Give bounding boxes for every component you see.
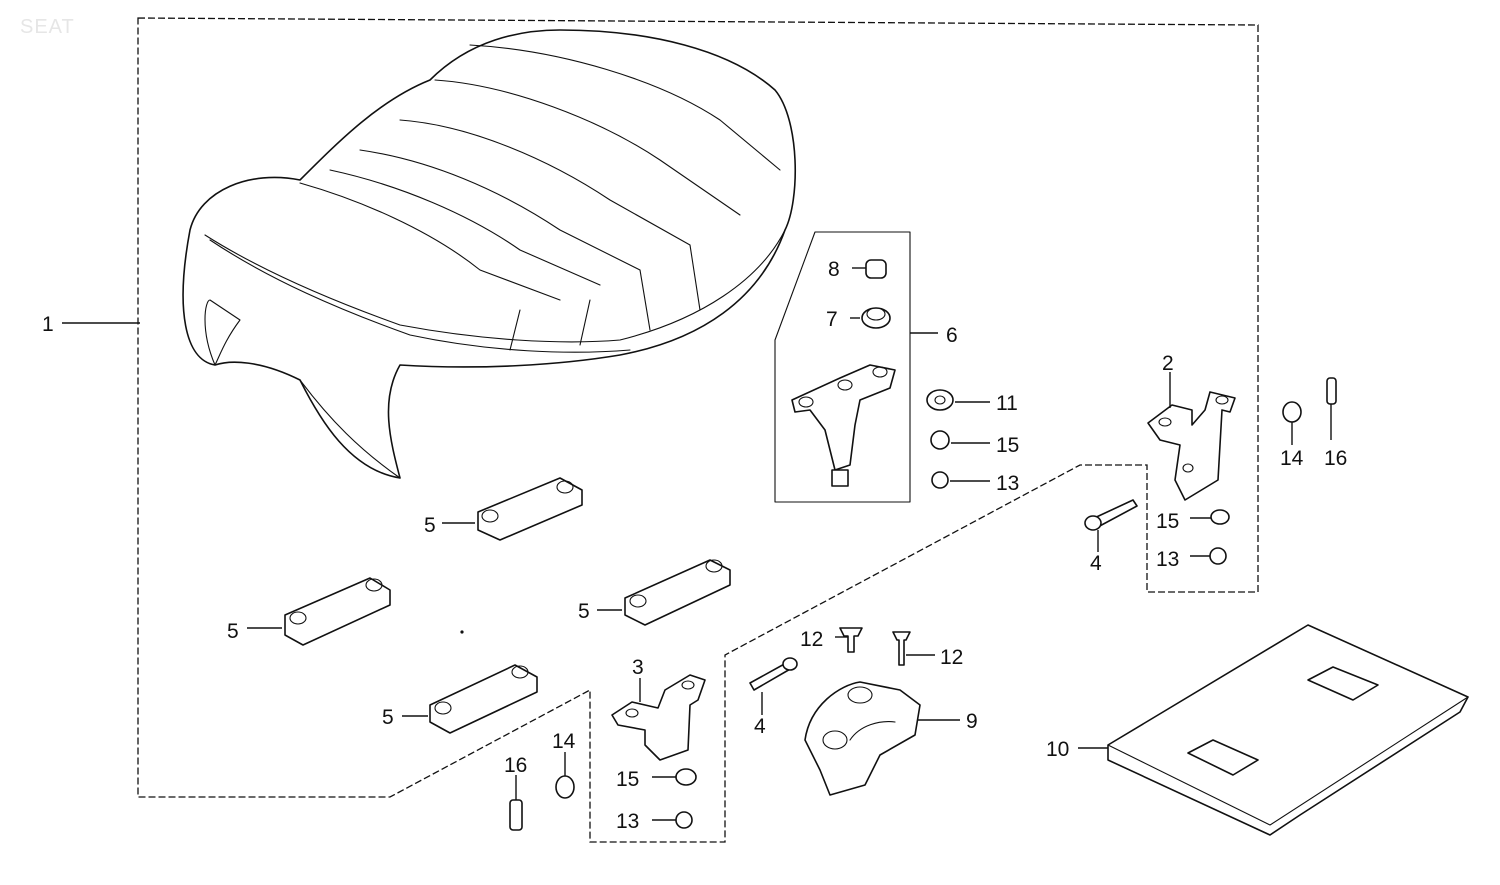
callout-10: 10 (1046, 738, 1069, 761)
callout-12b: 12 (940, 646, 963, 669)
seat-catch (804, 681, 921, 796)
seat-hinge-right (1147, 391, 1236, 501)
callout-15a: 15 (996, 434, 1019, 457)
callout-4a: 4 (1090, 552, 1102, 575)
lock-washer (1210, 509, 1230, 525)
lock-group-box (774, 231, 911, 503)
screw (839, 627, 863, 653)
callout-15b: 15 (1156, 510, 1179, 533)
callout-8: 8 (828, 258, 840, 281)
washer (926, 389, 954, 411)
callout-15c: 15 (616, 768, 639, 791)
lock-cylinder (791, 364, 896, 487)
screw (892, 631, 911, 666)
callout-13b: 13 (1156, 548, 1179, 571)
pin (509, 799, 523, 831)
callout-16b: 16 (504, 754, 527, 777)
grommet (1282, 401, 1302, 423)
callout-7: 7 (826, 308, 838, 331)
callout-13c: 13 (616, 810, 639, 833)
spacer-block (477, 477, 583, 541)
callout-11: 11 (996, 392, 1018, 415)
callout-14a: 14 (1280, 447, 1304, 470)
callout-5a: 5 (424, 514, 436, 537)
hinge-bolt (749, 657, 798, 691)
callout-5b: 5 (227, 620, 239, 643)
callout-5c: 5 (578, 600, 590, 623)
assembly-outline (137, 17, 1259, 843)
page-title: SEAT (20, 16, 75, 38)
spacer-block (284, 577, 391, 646)
lock-washer (930, 430, 950, 450)
storage-tray (1107, 624, 1469, 836)
seat-hinge-left (611, 674, 706, 761)
spacer-block (624, 559, 731, 626)
callout-16a: 16 (1324, 447, 1347, 470)
nut (1209, 547, 1227, 565)
pin (1326, 377, 1337, 405)
reference-dot (460, 630, 464, 634)
callout-1: 1 (42, 313, 54, 336)
callout-14b: 14 (552, 730, 576, 753)
callout-3: 3 (632, 656, 644, 679)
callout-4b: 4 (754, 715, 766, 738)
lock-cap (865, 259, 887, 279)
callout-13a: 13 (996, 472, 1019, 495)
lock-collar (861, 307, 891, 329)
callout-2: 2 (1162, 352, 1174, 375)
lock-washer (675, 768, 697, 786)
seat-cushion (182, 29, 797, 479)
callout-9: 9 (966, 710, 978, 733)
nut (931, 471, 949, 489)
callout-5d: 5 (382, 706, 394, 729)
spacer-block (429, 664, 538, 734)
grommet (555, 775, 575, 799)
callout-6: 6 (946, 324, 958, 347)
nut (675, 811, 693, 829)
hinge-bolt (1084, 499, 1138, 531)
callout-12a: 12 (800, 628, 823, 651)
